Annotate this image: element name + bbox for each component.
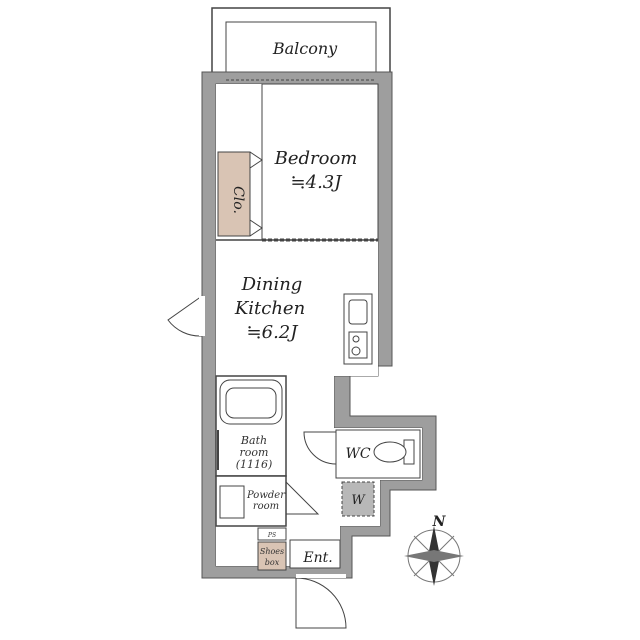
dining-size: ≒6.2J [247, 322, 300, 343]
entrance [289, 539, 341, 569]
shoes-box [257, 541, 287, 571]
toilet-icon [373, 441, 407, 463]
balcony-area [211, 7, 391, 75]
powder-label-2: room [253, 501, 279, 512]
washer-label: W [351, 493, 366, 508]
closet-label: Clo. [230, 186, 246, 214]
shoes-label-2: box [265, 558, 280, 567]
washer-space [341, 481, 375, 517]
pipe-space [257, 527, 287, 541]
shoes-label-1: Shoes [260, 547, 284, 556]
bath-size: (1116) [236, 458, 273, 471]
compass-north-label: N [432, 514, 447, 530]
dining-label-2: Kitchen [234, 298, 305, 319]
bath-label-2: room [240, 446, 269, 459]
balcony-label: Balcony [272, 39, 338, 58]
sink-icon [348, 299, 368, 325]
bath-label-1: Bath [240, 434, 267, 447]
closet [217, 151, 251, 237]
bedroom-size: ≒4.3J [291, 172, 344, 193]
wc-label: WC [345, 446, 370, 462]
bedroom-label: Bedroom [274, 148, 358, 169]
wc-door-icon [303, 431, 337, 465]
entrance-door-icon [295, 577, 347, 629]
washbasin-icon [219, 485, 245, 519]
entrance-label: Ent. [302, 550, 332, 566]
powder-door-icon [285, 481, 320, 515]
dining-label-1: Dining [241, 274, 303, 295]
powder-label-1: Powder [246, 490, 286, 501]
ps-label: PS [267, 532, 276, 539]
side-door-icon [167, 295, 203, 337]
compass-icon [404, 526, 464, 586]
